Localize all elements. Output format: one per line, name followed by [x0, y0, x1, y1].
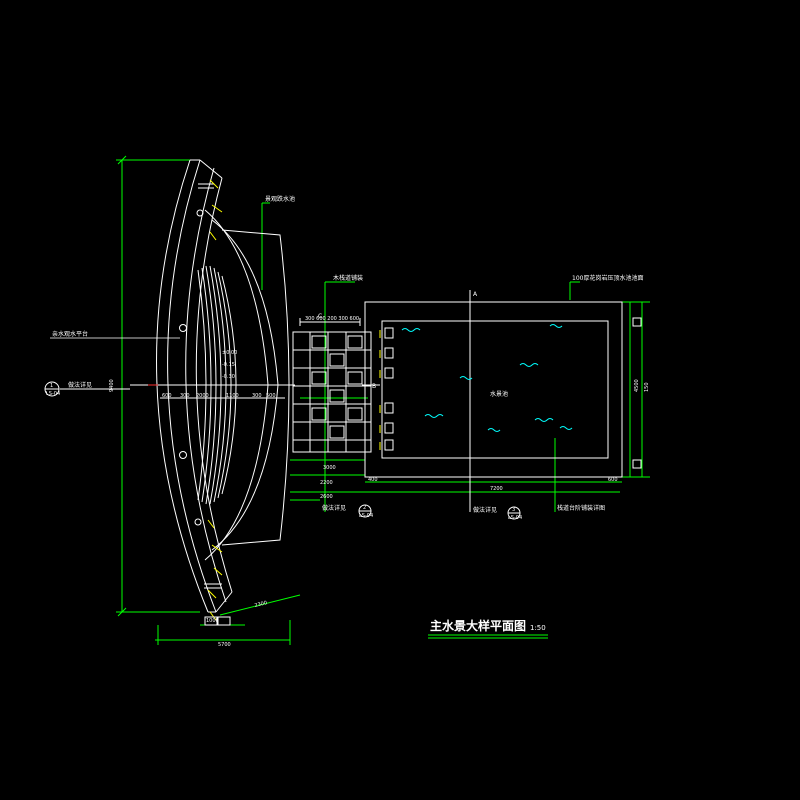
dim-row1: 600	[162, 393, 172, 399]
dim-row6: 500	[266, 393, 276, 399]
dim-grid-mid2: 2200	[320, 480, 333, 486]
dim-pool-right-small: 150	[644, 382, 650, 392]
arc-joints	[179, 183, 222, 589]
label-bottom-right: 栈道台阶铺装详图	[557, 504, 605, 512]
dim-row3: 2000	[196, 393, 209, 399]
ref-code-left: 1	[50, 383, 53, 389]
label-bottom-mid-ref: 做法详见	[473, 506, 497, 514]
dim-pool-left-small: 400	[368, 477, 378, 483]
section-letter-c: C	[318, 313, 322, 320]
dim-bottom-total: 5700	[218, 642, 231, 648]
dim-step-r3: -0.30	[222, 374, 235, 380]
water-ripples	[401, 324, 573, 432]
dim-step-r2: -0.15	[222, 362, 235, 368]
dim-pool-right-height: 4500	[634, 379, 640, 392]
label-upper-callout: 景观跌水池	[265, 195, 295, 203]
dim-row5: 300	[252, 393, 262, 399]
dim-step-r1: ±0.00	[222, 350, 237, 356]
label-pool-name: 水景池	[490, 390, 508, 398]
dim-arc-bottom: 1000	[206, 618, 219, 624]
dimension-lines-green	[116, 155, 650, 645]
drawing-scale: 1:50	[530, 624, 546, 632]
pool-edge-markers	[379, 317, 642, 469]
ref-code-mid: 2	[363, 505, 366, 511]
label-pool-top-right: 100厚花岗岩压顶水池池面	[572, 274, 643, 282]
arc-detail-marks	[204, 179, 231, 626]
dim-grid-mid1: 3000	[323, 465, 336, 471]
section-marks	[44, 381, 521, 520]
dim-arc-width: 2300	[254, 600, 268, 609]
dim-row4: 1100	[226, 393, 239, 399]
arc-platform	[130, 159, 295, 613]
label-left-ref: 做法详见	[68, 381, 92, 389]
section-letter-a: A	[473, 291, 478, 298]
ref-sheet-left: LS-04	[46, 391, 60, 397]
pool	[362, 290, 623, 512]
dim-pool-right-small2: 600	[608, 477, 618, 483]
dim-pool-width: 7200	[490, 486, 503, 492]
dim-left-total: 9400	[109, 379, 115, 392]
label-grid-top: 木栈道铺装	[333, 274, 363, 282]
label-bottom-left-ref: 做法详见	[322, 504, 346, 512]
dim-grid-mid3: 2600	[320, 494, 333, 500]
ref-sheet-mid: LS-04	[359, 513, 373, 519]
ref-code-right: 3	[512, 507, 515, 513]
title-block: 主水景大样平面图 1:50	[428, 618, 548, 639]
drawing-title: 主水景大样平面图	[430, 618, 526, 633]
dim-grid-top: 300 600 200 300 600	[305, 316, 359, 322]
dim-row2: 300	[180, 393, 190, 399]
label-arc-platform: 亲水观水平台	[52, 330, 88, 338]
section-letter-b: B	[372, 383, 376, 390]
grid-paving	[292, 318, 372, 453]
ref-sheet-right: LS-04	[508, 515, 522, 521]
